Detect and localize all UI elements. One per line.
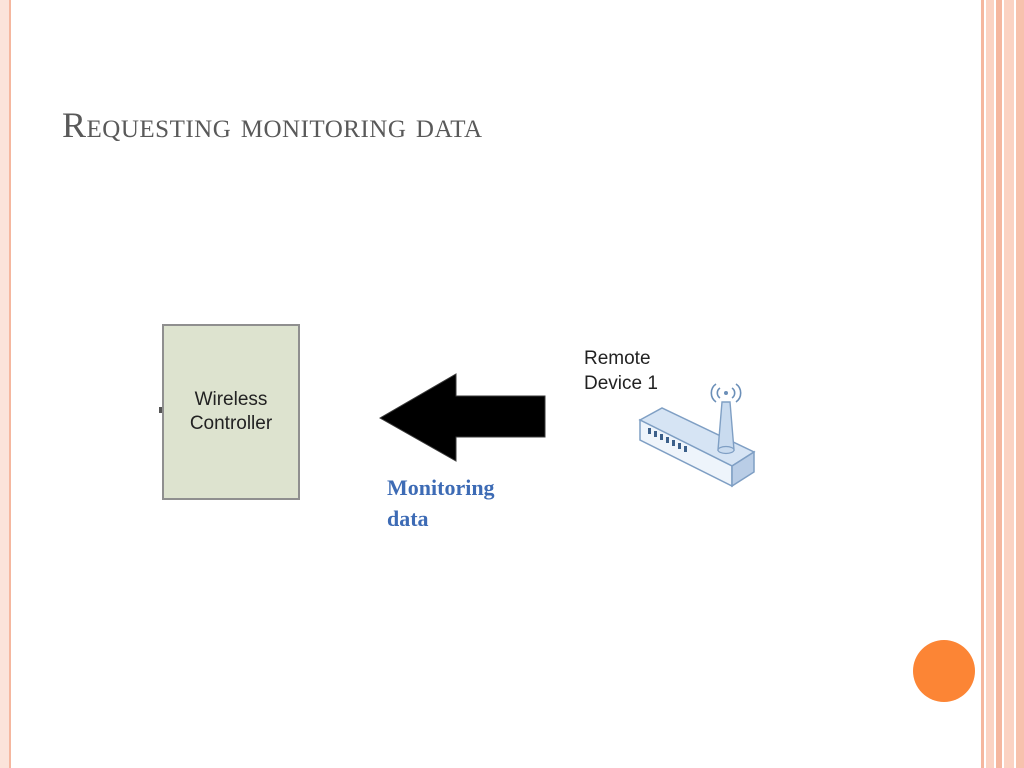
- caption-line2: data: [387, 506, 429, 531]
- left-arrow-icon: [378, 373, 546, 462]
- controller-label-line1: Wireless: [194, 389, 268, 410]
- remote-device-label: Remote Device 1: [584, 346, 658, 396]
- caption-line1: Monitoring: [387, 475, 495, 500]
- wireless-router-icon: [638, 383, 756, 488]
- accent-circle: [913, 640, 975, 702]
- remote-label-line2: Device 1: [584, 373, 658, 394]
- slide-title: Requesting monitoring data: [62, 105, 483, 145]
- controller-label-line2: Controller: [189, 413, 273, 434]
- arrow-caption: Monitoring data: [387, 472, 557, 534]
- left-border-decoration: [0, 0, 11, 768]
- remote-label-line1: Remote: [584, 348, 651, 369]
- wireless-controller-box: Wireless Controller: [162, 324, 300, 500]
- right-stripes-decoration: [976, 0, 1024, 768]
- controller-connector: [159, 407, 163, 413]
